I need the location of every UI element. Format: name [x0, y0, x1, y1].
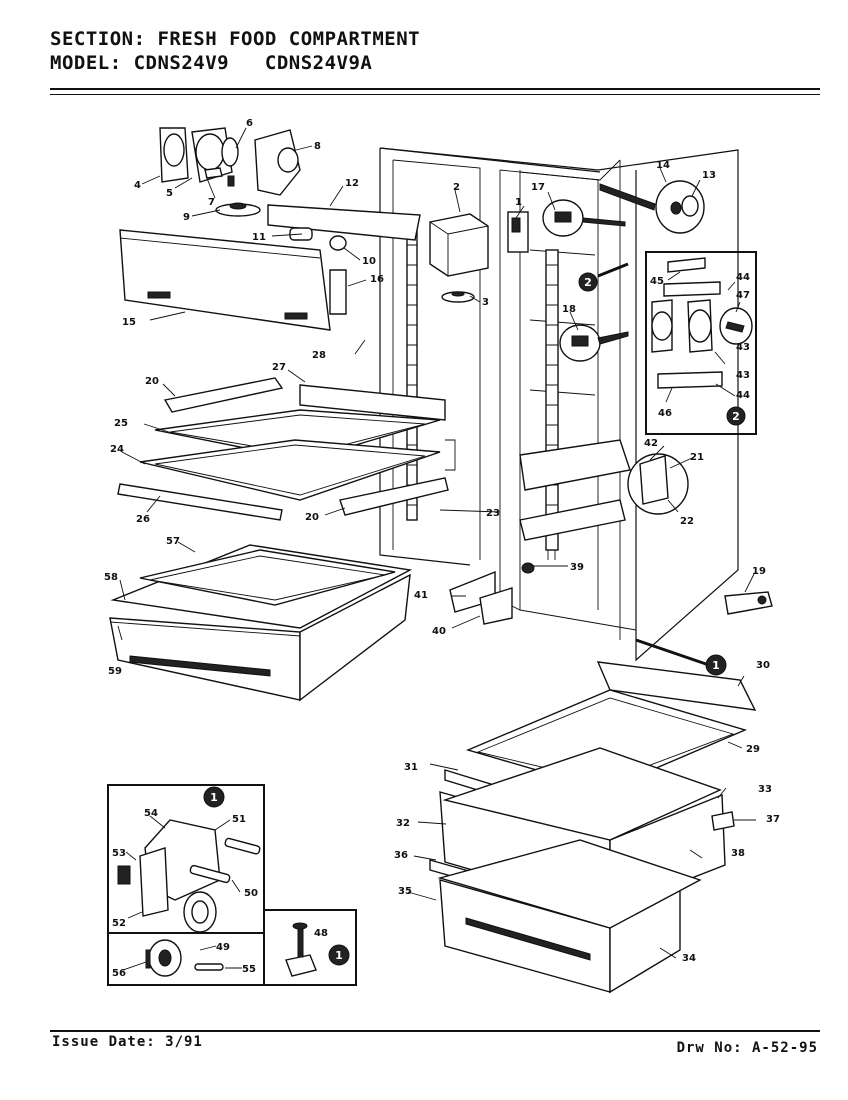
roller-inset [107, 784, 357, 986]
fan-box [429, 213, 489, 303]
drawing-number: Drw No: A-52-95 [676, 1040, 818, 1056]
callout-26: 26 [136, 514, 150, 525]
callout-56: 56 [112, 968, 126, 979]
model-title: MODEL: CDNS24V9 CDNS24V9A [50, 52, 372, 74]
callout-28: 28 [312, 350, 326, 361]
callout-24: 24 [110, 444, 124, 455]
callout-55: 55 [242, 964, 256, 975]
callout-51: 51 [232, 814, 246, 825]
callout-44a: 44 [736, 272, 750, 283]
callout-41: 41 [414, 590, 428, 601]
header-rule [50, 88, 820, 90]
callout-46: 46 [658, 408, 672, 419]
callout-43a: 43 [736, 342, 750, 353]
callout-27: 27 [272, 362, 286, 373]
callout-19: 19 [752, 566, 766, 577]
section-title: SECTION: FRESH FOOD COMPARTMENT [50, 28, 420, 50]
circled-ref-2a: 2 [584, 276, 592, 289]
callout-23: 23 [486, 508, 500, 519]
header-rule-thin [50, 94, 820, 95]
callout-labels: 1 2 3 4 5 6 7 8 9 10 11 12 13 14 15 16 1… [104, 118, 780, 979]
callout-32: 32 [396, 818, 410, 829]
callout-14: 14 [656, 160, 670, 171]
callout-12: 12 [345, 178, 359, 189]
callout-50: 50 [244, 888, 258, 899]
light-shield-assembly [119, 204, 421, 331]
callout-10: 10 [362, 256, 376, 267]
callout-44b: 44 [736, 390, 750, 401]
callout-33: 33 [758, 784, 772, 795]
callout-11: 11 [252, 232, 266, 243]
issue-date: Issue Date: 3/91 [52, 1034, 203, 1050]
circled-ref-2b: 2 [732, 410, 740, 423]
callout-37: 37 [766, 814, 780, 825]
callout-3: 3 [482, 297, 489, 308]
model-label: MODEL: [50, 52, 122, 74]
callout-30: 30 [756, 660, 770, 671]
circled-reference-markers: 2 2 1 1 1 [203, 262, 746, 966]
refrigerator-cabinet [379, 147, 739, 662]
callout-52: 52 [112, 918, 126, 929]
right-crisper-stack [429, 661, 757, 994]
circled-ref-1b: 1 [210, 791, 218, 804]
callout-35: 35 [398, 886, 412, 897]
callout-22: 22 [680, 516, 694, 527]
callout-8: 8 [314, 141, 321, 152]
callout-20a: 20 [145, 376, 159, 387]
callout-38: 38 [731, 848, 745, 859]
callout-49: 49 [216, 942, 230, 953]
callout-54: 54 [144, 808, 158, 819]
callout-39: 39 [570, 562, 584, 573]
inset-hinge-detail [645, 251, 757, 435]
control-assembly [159, 127, 301, 217]
callout-15: 15 [122, 317, 136, 328]
callout-29: 29 [746, 744, 760, 755]
callout-59: 59 [108, 666, 122, 677]
footer-rule [50, 1030, 820, 1032]
cabinet-hardware [449, 180, 773, 625]
callout-36: 36 [394, 850, 408, 861]
callout-13: 13 [702, 170, 716, 181]
section-label: SECTION: [50, 28, 146, 50]
callout-9: 9 [183, 212, 190, 223]
callout-48: 48 [314, 928, 328, 939]
callout-57: 57 [166, 536, 180, 547]
callout-25: 25 [114, 418, 128, 429]
callout-47: 47 [736, 290, 750, 301]
glass-shelf-assembly [117, 377, 456, 521]
circled-ref-1c: 1 [335, 949, 343, 962]
callout-34: 34 [682, 953, 696, 964]
callout-16: 16 [370, 274, 384, 285]
left-crisper [109, 544, 413, 702]
callout-45: 45 [650, 276, 664, 287]
callout-17: 17 [531, 182, 545, 193]
callout-18: 18 [562, 304, 576, 315]
callout-2: 2 [453, 182, 460, 193]
callout-1: 1 [515, 197, 522, 208]
callout-4: 4 [134, 180, 141, 191]
section-value: FRESH FOOD COMPARTMENT [157, 28, 421, 50]
callout-58: 58 [104, 572, 118, 583]
callout-20b: 20 [305, 512, 319, 523]
callout-53: 53 [112, 848, 126, 859]
model-value: CDNS24V9 CDNS24V9A [133, 52, 373, 74]
callout-6: 6 [246, 118, 253, 129]
callout-31: 31 [404, 762, 418, 773]
callout-7: 7 [208, 197, 215, 208]
circled-ref-1a: 1 [712, 659, 720, 672]
callout-5: 5 [166, 188, 173, 199]
callout-40: 40 [432, 626, 446, 637]
callout-42: 42 [644, 438, 658, 449]
callout-43b: 43 [736, 370, 750, 381]
callout-21: 21 [690, 452, 704, 463]
leader-lines [117, 127, 756, 971]
